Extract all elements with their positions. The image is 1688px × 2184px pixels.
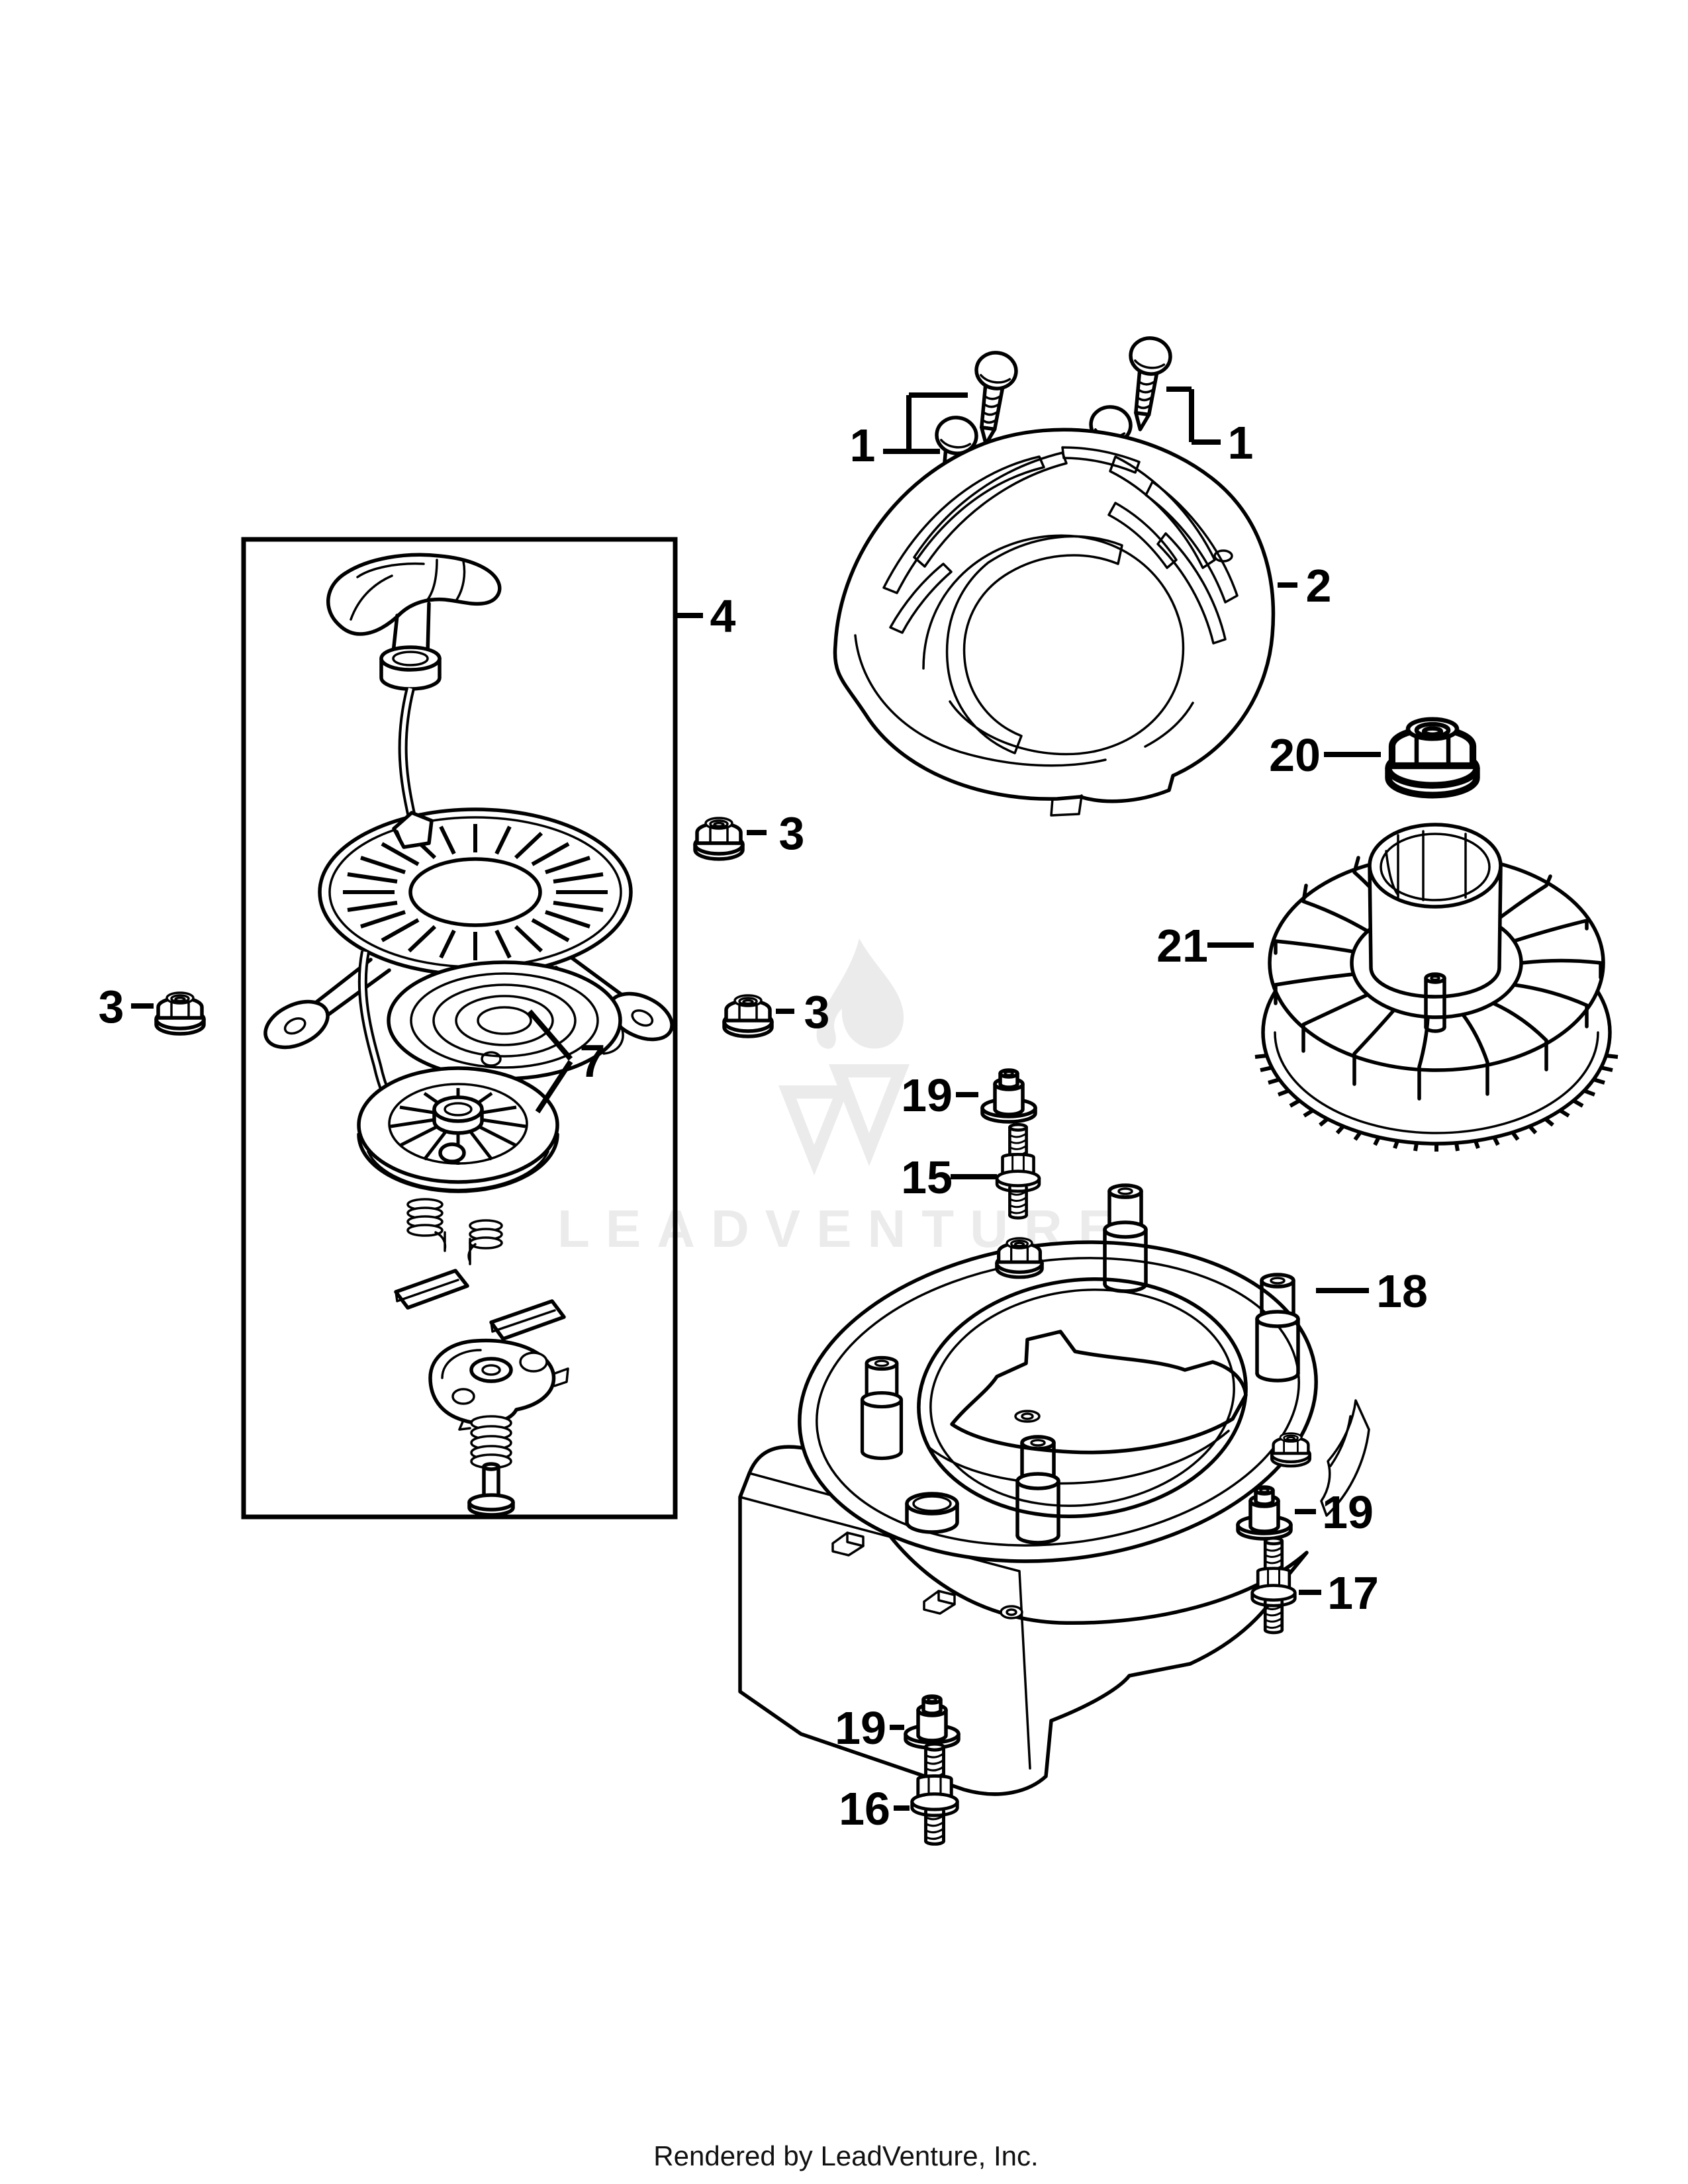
- callout-label-flange-nut-bottom: 19: [835, 1702, 886, 1754]
- hardware-19-16: 19 16: [835, 1696, 959, 1844]
- callout-label-screws-right: 1: [1228, 417, 1254, 469]
- starter-pawls: [394, 1269, 566, 1341]
- watermark-lv-icon: [829, 1064, 910, 1166]
- rope-pulley: [357, 1066, 559, 1193]
- spacer-nut-drawing: [982, 1070, 1035, 1122]
- blower-housing-base: 18: [738, 1185, 1428, 1796]
- callout-label-stud-top: 15: [901, 1152, 953, 1203]
- assembly-outline-box: [241, 537, 678, 1520]
- leadventure-watermark: LEADVENTURE: [557, 938, 1113, 1258]
- mounting-screws-group: 1 1: [850, 336, 1254, 512]
- callout-label-flange-nut-top: 19: [901, 1069, 953, 1121]
- callout-label-blower-housing: 2: [1306, 560, 1332, 612]
- callout-label-screws-left: 1: [850, 420, 876, 471]
- watermark-lv-icon-left: [778, 1085, 850, 1175]
- flange-nut-drawing: [156, 993, 204, 1034]
- callout-leader-7: [527, 1009, 573, 1114]
- callout-label-spring-pulley: 7: [580, 1035, 606, 1087]
- watermark-flame-icon: [816, 938, 904, 1049]
- callout-label-recoil-starter: 4: [710, 590, 736, 642]
- brake-spring: [470, 1415, 512, 1469]
- callout-label-stud-right: 17: [1327, 1567, 1379, 1619]
- flange-nuts-3: 3 3 3: [99, 807, 830, 1038]
- housing-clips: [831, 1531, 1023, 1619]
- housing-boss: [905, 1492, 959, 1534]
- housing-opening: [917, 1277, 1248, 1518]
- flywheel-nut: 20: [1269, 719, 1477, 796]
- recoil-starter-assembly: 4: [241, 537, 736, 1520]
- pawl-springs: [406, 1198, 503, 1265]
- hardware-19-17: 19 17: [1238, 1486, 1379, 1633]
- callout-label-flange-nut-right: 19: [1322, 1486, 1374, 1538]
- callout-label-stud-bottom: 16: [839, 1783, 890, 1835]
- starter-handle: [326, 553, 502, 691]
- flange-nut-drawing: [1388, 719, 1476, 796]
- callout-label-housing-stud: 18: [1376, 1265, 1428, 1317]
- hardware-19-15: 19 15: [901, 1069, 1039, 1218]
- flange-nut-drawing: [695, 818, 743, 859]
- callout-label-nut-lower-middle: 3: [804, 986, 830, 1038]
- center-pin: [467, 1462, 515, 1517]
- retainer-cam-plate: [428, 1338, 569, 1431]
- ring-gear-teeth: [1254, 1054, 1618, 1152]
- blower-housing-cover: 2: [833, 428, 1332, 817]
- housing-side-fin: [1320, 1399, 1370, 1517]
- vent-slots: [882, 446, 1239, 754]
- footer-credit: Rendered by LeadVenture, Inc.: [653, 2140, 1038, 2171]
- callout-label-flywheel-nut: 20: [1269, 729, 1321, 781]
- callout-label-nut-upper-middle: 3: [779, 807, 805, 859]
- flywheel-center-pin: [1424, 972, 1446, 1033]
- callout-label-nut-far-left: 3: [99, 981, 124, 1032]
- callout-bracket-left: [883, 392, 968, 454]
- callout-label-flywheel: 21: [1156, 920, 1208, 972]
- flywheel: 21: [1156, 823, 1618, 1152]
- flange-nut-drawing: [724, 995, 772, 1036]
- starter-rope: [398, 687, 416, 818]
- callout-bracket-right: [1166, 387, 1221, 445]
